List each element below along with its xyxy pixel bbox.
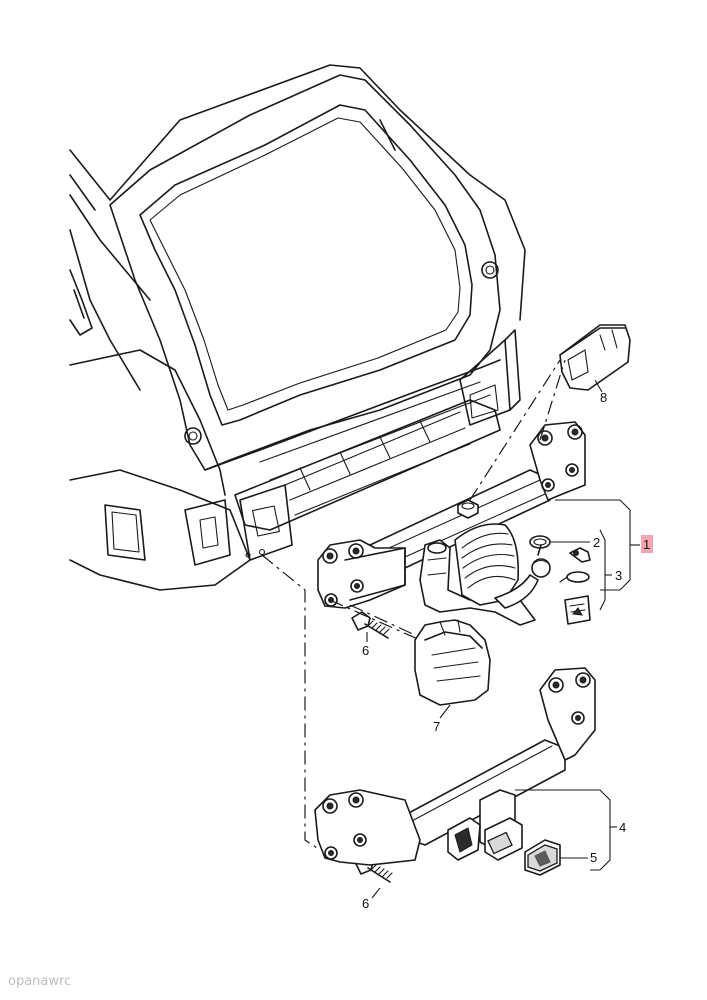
callout-labels: 1 2 3 4 5 6 6 7 8: [362, 390, 653, 911]
callout-6-lower[interactable]: 6: [362, 896, 369, 911]
bolt-6-upper: [351, 611, 390, 639]
callout-4[interactable]: 4: [619, 820, 626, 835]
leader-lines: [366, 379, 640, 899]
part-7-cover: [414, 619, 491, 706]
small-parts-kit: [529, 535, 591, 625]
callout-8[interactable]: 8: [600, 390, 607, 405]
callout-7[interactable]: 7: [433, 719, 440, 734]
ball-head-assembly: [419, 523, 551, 626]
part-5-receiver-cap: [524, 839, 561, 876]
callout-2[interactable]: 2: [593, 535, 600, 550]
right-mounting-bracket: [529, 421, 586, 501]
callout-1-highlight: [641, 535, 653, 553]
vehicle-rear-body: [69, 64, 526, 591]
watermark-text: opanawrc: [8, 974, 71, 989]
callout-5[interactable]: 5: [590, 850, 597, 865]
part-8-cap: [559, 324, 631, 391]
part-4-towbar: [314, 667, 596, 866]
callout-3[interactable]: 3: [615, 568, 622, 583]
assembly-lines: [261, 359, 566, 851]
left-mounting-bracket: [317, 539, 406, 609]
callout-6-upper[interactable]: 6: [362, 643, 369, 658]
callout-1[interactable]: 1: [643, 537, 650, 552]
